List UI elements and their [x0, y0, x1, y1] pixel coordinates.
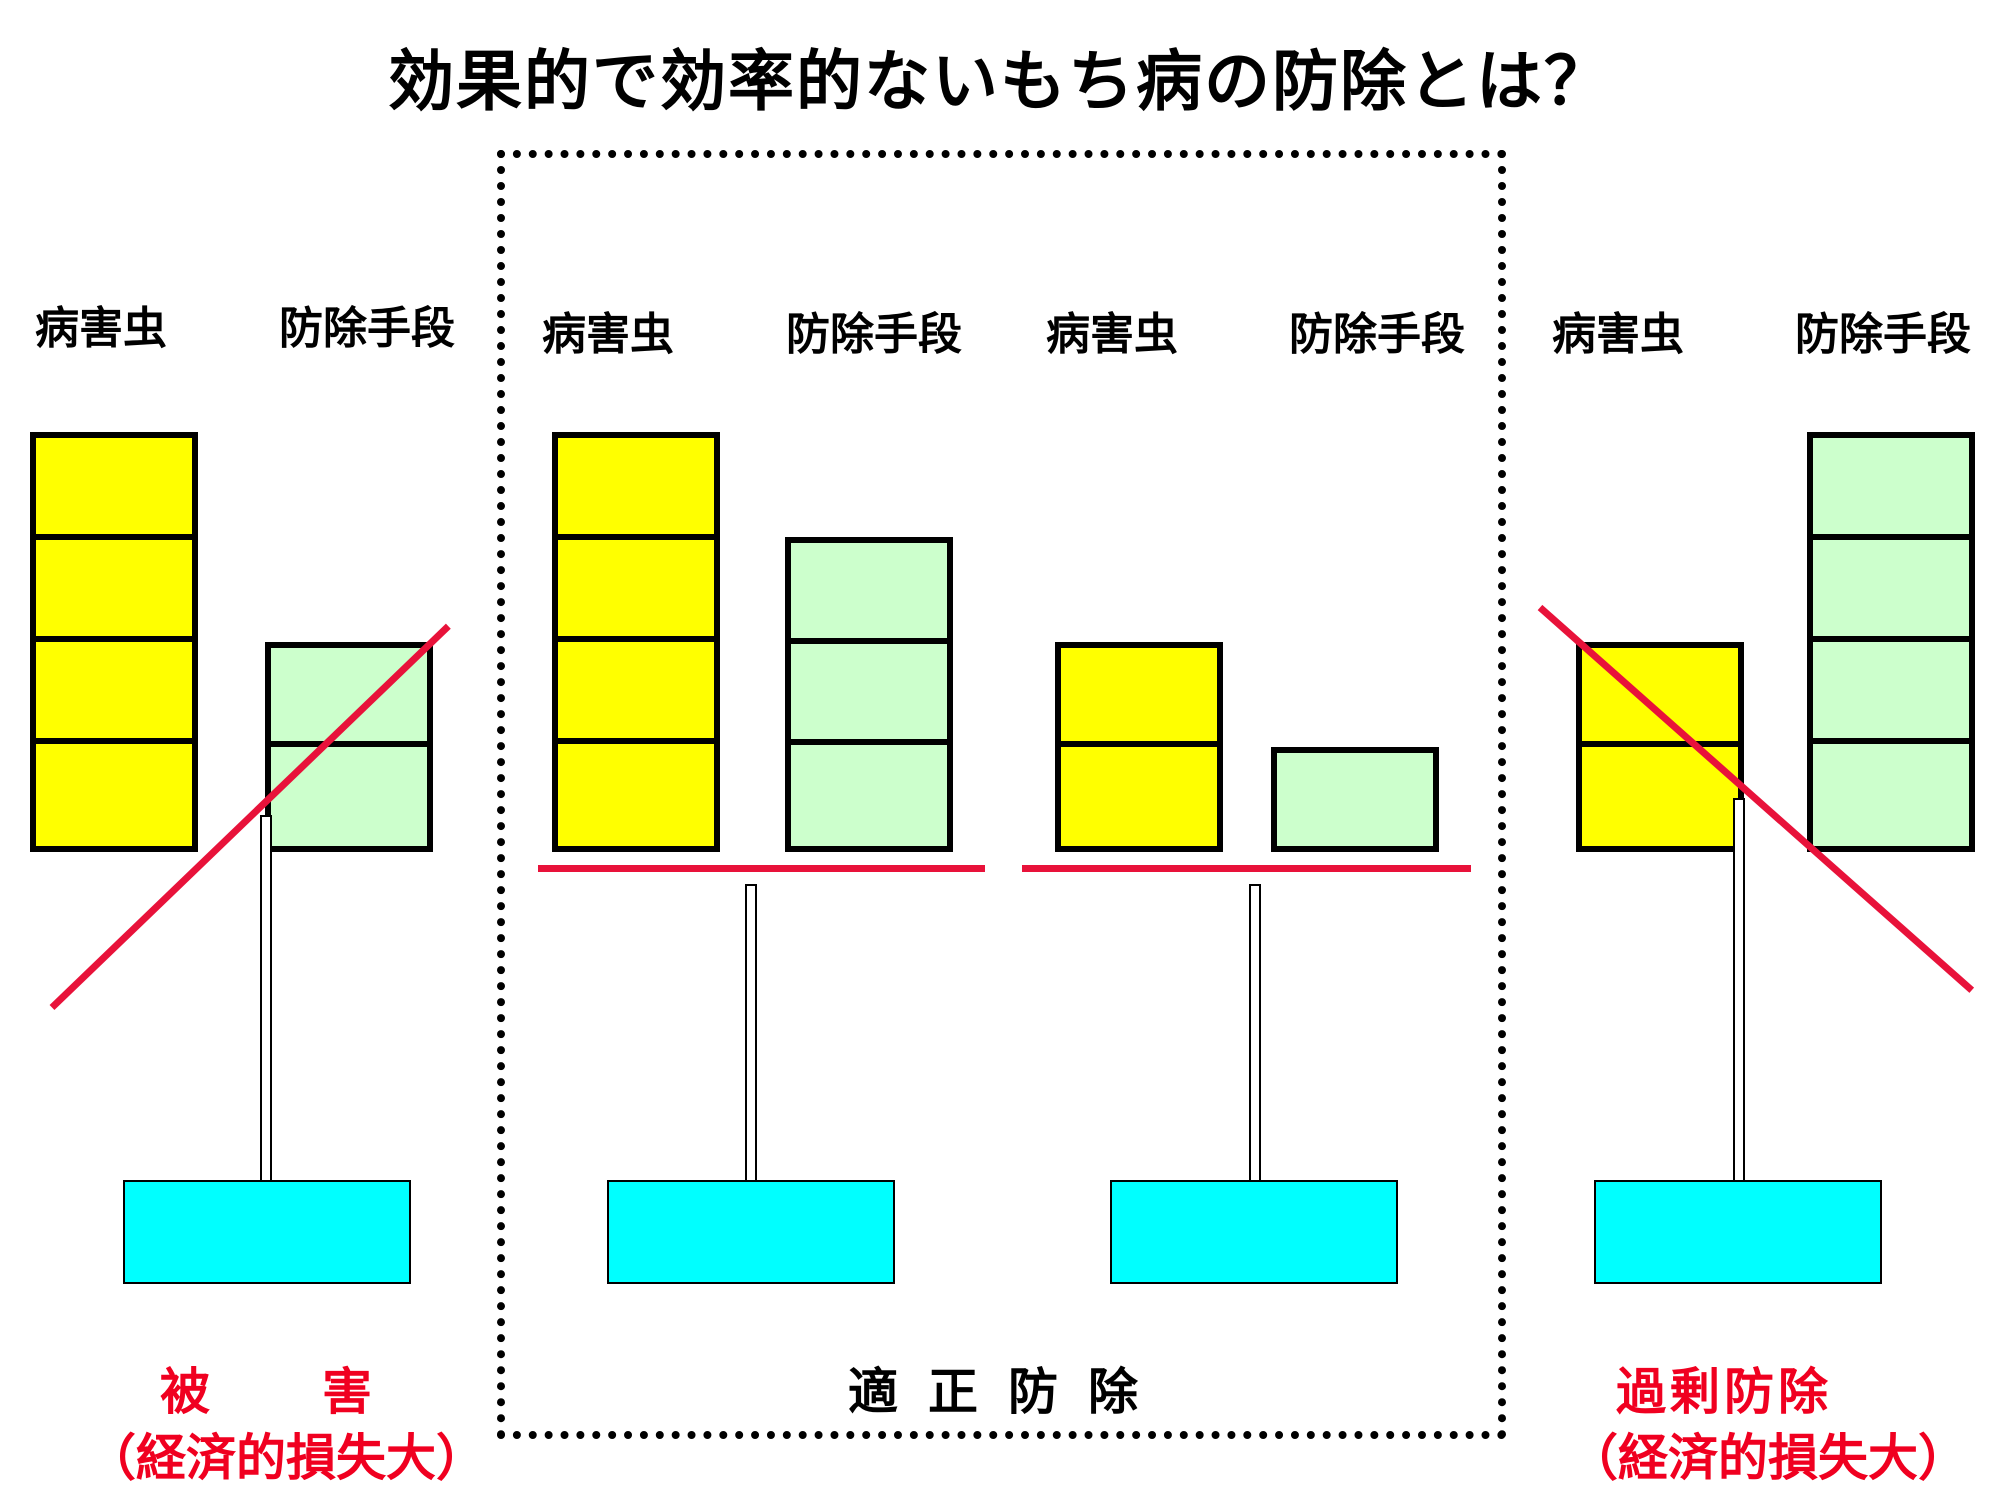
scenario-excess-control-unit [1813, 438, 1969, 540]
scenario-proper-high-pest-unit [558, 438, 714, 540]
scenario-proper-high-base [607, 1180, 895, 1284]
scenario-proper-low-pest-label: 病害虫 [1046, 309, 1178, 360]
diagram-title: 効果的で効率的ないもち病の防除とは？ [388, 43, 1612, 120]
scenario-proper-low-beam [1022, 865, 1471, 872]
scenario-proper-high-pest-unit [558, 642, 714, 744]
scenario-damage-pest-stack [30, 432, 198, 852]
scenario-excess-control-label: 防除手段 [1795, 309, 1971, 360]
scenario-proper-low-control-unit [1277, 753, 1433, 846]
scenario-proper-high-control-unit [791, 745, 947, 846]
scenario-excess-control-unit [1813, 642, 1969, 744]
scenario-proper-high-control-unit [791, 543, 947, 644]
scenario-proper-low-control-stack [1271, 747, 1439, 852]
scenario-excess-pest-label: 病害虫 [1552, 309, 1684, 360]
scenario-proper-low-base [1110, 1180, 1398, 1284]
scenario-damage-control-label: 防除手段 [279, 303, 455, 354]
scenario-excess-control-unit [1813, 744, 1969, 846]
scenario-proper-low-pest-unit [1061, 648, 1217, 747]
scenario-damage-control-unit [271, 648, 427, 747]
scenario-damage-pest-unit [36, 744, 192, 846]
scenario-damage-control-unit [271, 747, 427, 846]
scenario-damage-pest-unit [36, 540, 192, 642]
scenario-proper-high-pest-label: 病害虫 [542, 309, 674, 360]
scenario-proper-low-post [1249, 884, 1261, 1182]
outcome-damage: 被 害 [160, 1363, 376, 1421]
scenario-excess-post [1733, 798, 1745, 1182]
outcome-excess: 過剰防除 [1616, 1363, 1832, 1421]
scenario-proper-low-control-label: 防除手段 [1289, 309, 1465, 360]
scenario-damage-control-stack [265, 642, 433, 852]
outcome-excess-note: （経済的損失大） [1568, 1429, 1968, 1487]
scenario-proper-high-pest-stack [552, 432, 720, 852]
scenario-proper-high-pest-unit [558, 540, 714, 642]
outcome-damage-note: （経済的損失大） [86, 1429, 486, 1487]
scenario-proper-high-control-label: 防除手段 [786, 309, 962, 360]
scenario-excess-base [1594, 1180, 1882, 1284]
scenario-proper-low-pest-stack [1055, 642, 1223, 852]
scenario-proper-high-beam [538, 865, 985, 872]
outcome-proper-control: 適正防除 [848, 1363, 1168, 1421]
scenario-proper-high-pest-unit [558, 744, 714, 846]
scenario-damage-base [123, 1180, 411, 1284]
scenario-damage-pest-unit [36, 438, 192, 540]
proper-control-frame [497, 150, 1506, 1439]
scenario-excess-control-stack [1807, 432, 1975, 852]
scenario-proper-high-control-stack [785, 537, 953, 852]
scenario-proper-low-pest-unit [1061, 747, 1217, 846]
scenario-excess-control-unit [1813, 540, 1969, 642]
scenario-damage-pest-unit [36, 642, 192, 744]
scenario-excess-pest-stack [1576, 642, 1744, 852]
scenario-proper-high-control-unit [791, 644, 947, 745]
scenario-damage-post [260, 815, 272, 1182]
scenario-damage-pest-label: 病害虫 [35, 303, 167, 354]
scenario-proper-high-post [745, 884, 757, 1182]
